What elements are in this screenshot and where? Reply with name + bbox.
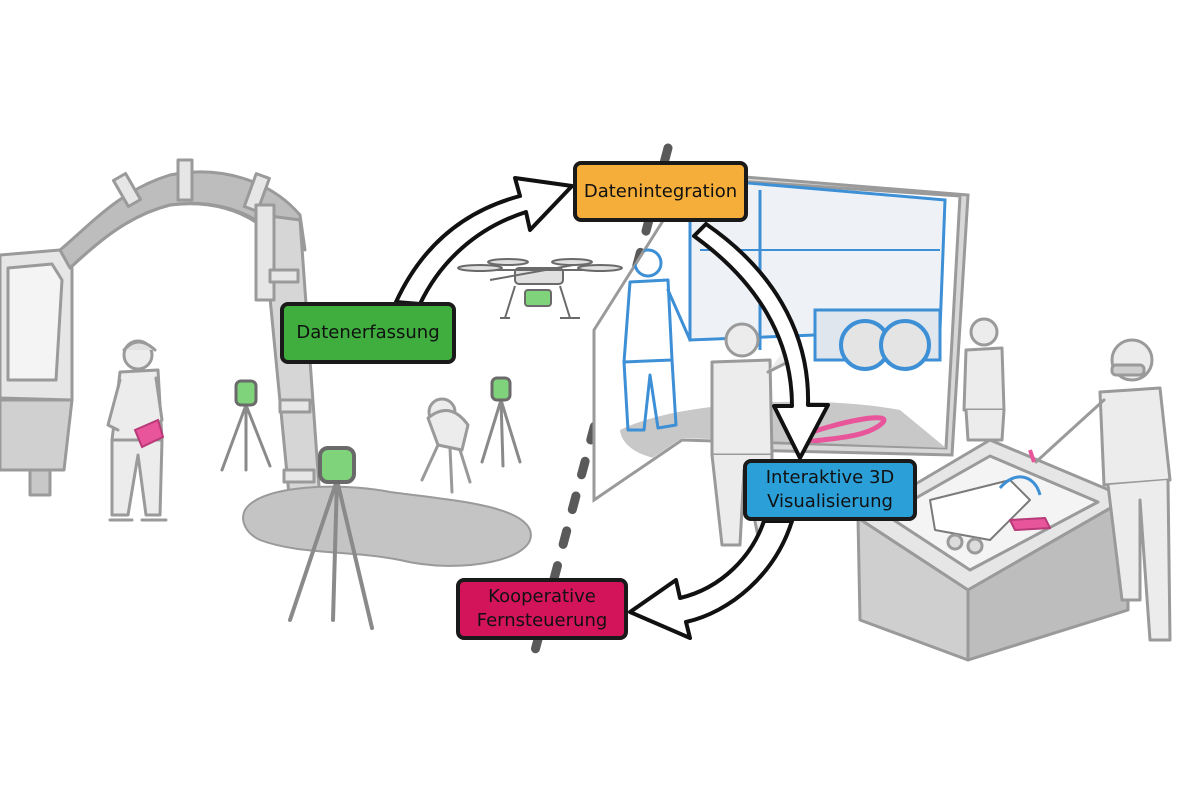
tripod-scanner-icon	[480, 376, 522, 468]
stage-label-datenintegration: Datenintegration	[573, 161, 748, 222]
handheld-device-icon	[133, 418, 165, 449]
ground-pit	[242, 485, 532, 567]
worker-icon	[106, 339, 168, 522]
stage-label-visualisierung: Interaktive 3D Visualisierung	[743, 459, 917, 521]
stage-label-datenerfassung: Datenerfassung	[280, 302, 456, 364]
stage-text-datenerfassung: Datenerfassung	[296, 322, 440, 343]
tripod-scanner-icon	[220, 379, 272, 472]
drone-icon	[457, 258, 623, 319]
worker-icon	[1034, 338, 1172, 642]
worker-icon	[962, 317, 1006, 442]
cycle-arrow-icon	[394, 176, 830, 640]
pointer-stylus-icon	[1028, 449, 1036, 463]
sandbox-table-icon	[856, 438, 1130, 662]
worker-icon	[420, 397, 472, 494]
stage-text-visualisierung: Interaktive 3D Visualisierung	[765, 467, 895, 512]
display-screen-icon	[592, 175, 970, 503]
stage-text-fernsteuerung: Kooperative Fernsteuerung	[476, 586, 608, 631]
tripod-scanner-icon	[288, 446, 374, 630]
stage-text-datenintegration: Datenintegration	[583, 180, 738, 202]
stage-label-fernsteuerung: Kooperative Fernsteuerung	[456, 578, 628, 640]
